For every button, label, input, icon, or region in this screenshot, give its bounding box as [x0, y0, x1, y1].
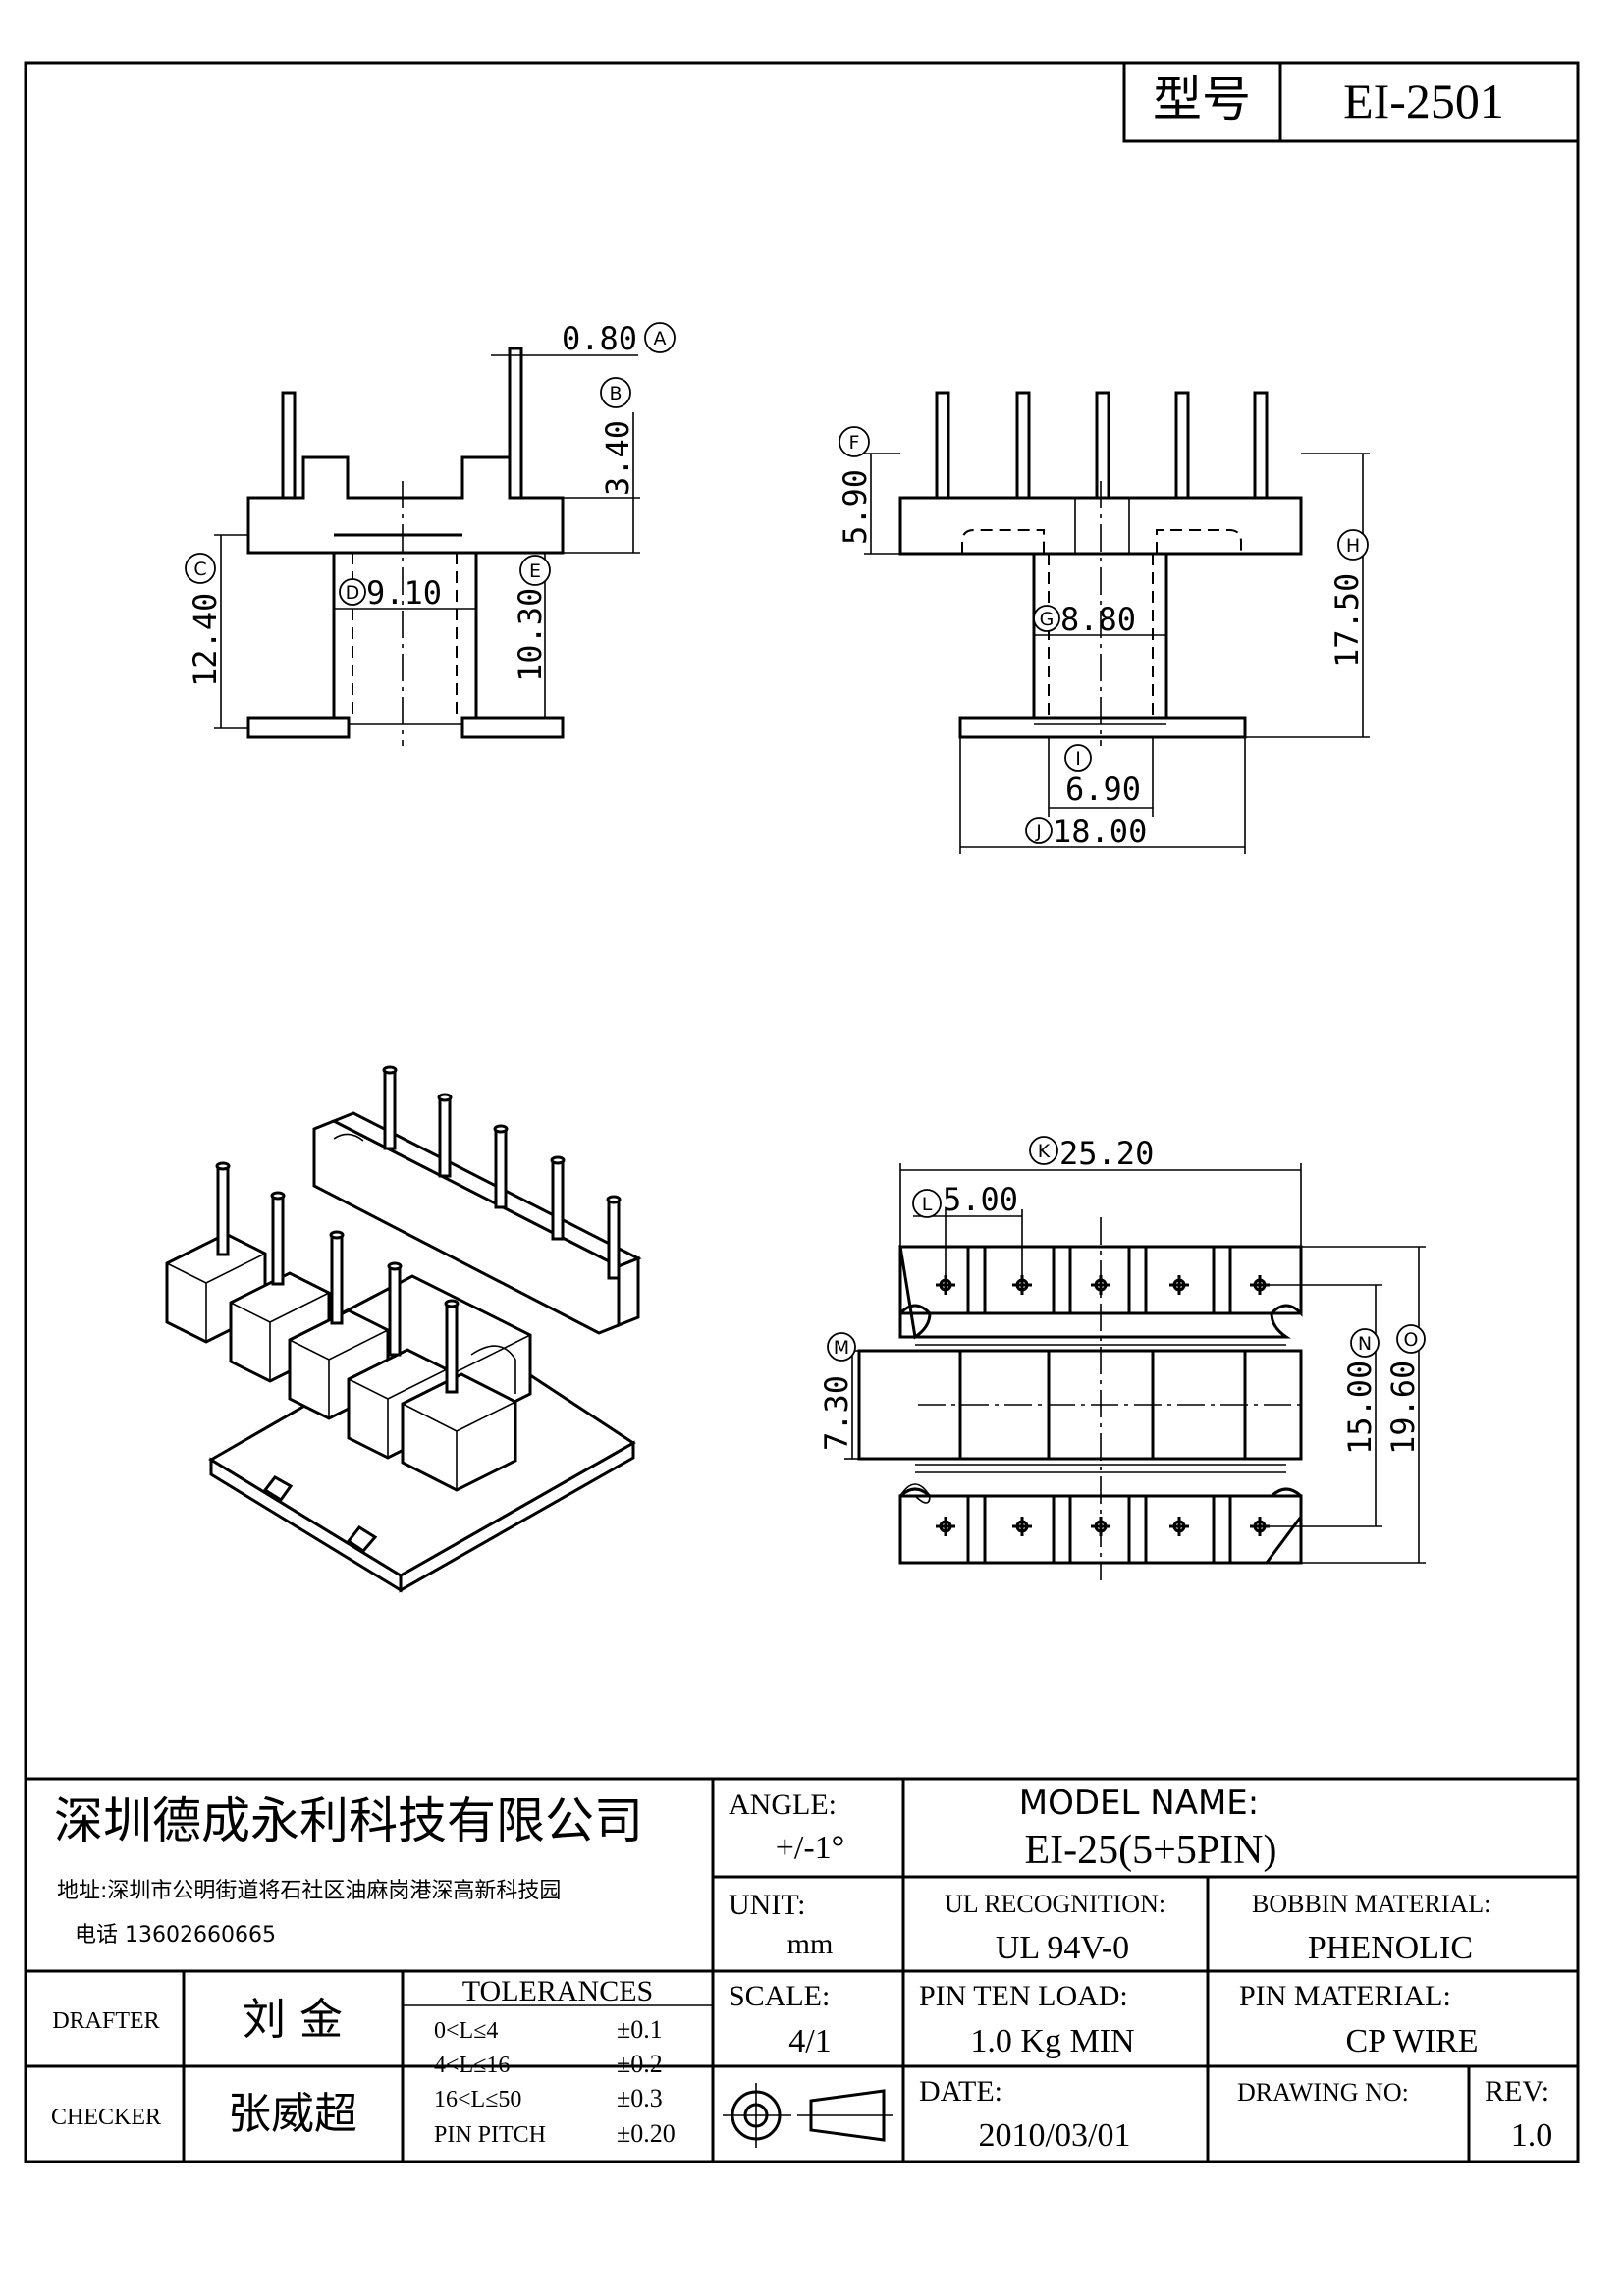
- pin-material-label: PIN MATERIAL:: [1239, 1980, 1451, 2012]
- rev-label: REV:: [1485, 2075, 1549, 2108]
- tol-range-3: 16<L≤50: [434, 2087, 521, 2112]
- model-name-value: EI-25(5+5PIN): [1025, 1828, 1277, 1873]
- tol-value-2: ±0.2: [617, 2050, 663, 2078]
- dim-j-value: 18.00: [1053, 813, 1147, 850]
- scale-label: SCALE:: [729, 1980, 830, 2012]
- date-value: 2010/03/01: [979, 2117, 1131, 2154]
- pin-load-label: PIN TEN LOAD:: [919, 1980, 1128, 2012]
- dim-m-value: 7.30: [818, 1375, 855, 1451]
- company-address: 地址:深圳市公明街道将石社区油麻岗港深高新科技园: [57, 1879, 561, 1903]
- dim-k-mark: K: [1038, 1141, 1051, 1162]
- checker-label: CHECKER: [51, 2105, 161, 2130]
- dim-b-value: 3.40: [599, 420, 636, 496]
- date-label: DATE:: [919, 2075, 1002, 2108]
- dim-a-mark: A: [654, 328, 667, 349]
- dim-a-value: 0.80: [562, 320, 637, 357]
- dim-i-value: 6.90: [1065, 771, 1141, 808]
- company-name: 深圳德成永利科技有限公司: [54, 1792, 643, 1849]
- scale-value: 4/1: [788, 2023, 831, 2059]
- tol-range-1: 0<L≤4: [434, 2018, 498, 2044]
- isometric-view: [165, 1065, 642, 1593]
- tol-range-2: 4<L≤16: [434, 2053, 510, 2078]
- tolerances-label: TOLERANCES: [462, 1975, 653, 2007]
- dim-e-value: 10.30: [512, 588, 549, 682]
- dim-n-mark: N: [1358, 1333, 1372, 1355]
- dim-d-mark: D: [346, 582, 360, 604]
- dim-g-value: 8.80: [1060, 601, 1136, 638]
- title-block: 深圳德成永利科技有限公司 地址:深圳市公明街道将石社区油麻岗港深高新科技园 电话…: [26, 1777, 1578, 2162]
- dim-n-value: 15.00: [1341, 1361, 1379, 1455]
- dim-i-mark: I: [1075, 748, 1081, 770]
- dim-c-mark: C: [193, 559, 206, 580]
- dim-c-value: 12.40: [187, 593, 224, 687]
- dim-f-value: 5.90: [837, 469, 874, 545]
- pin-load-value: 1.0 Kg MIN: [970, 2023, 1134, 2059]
- dim-o-mark: O: [1404, 1329, 1419, 1351]
- bobbin-value: PHENOLIC: [1308, 1930, 1473, 1966]
- company-phone: 电话 13602660665: [75, 1923, 276, 1948]
- angle-label: ANGLE:: [729, 1789, 837, 1821]
- tol-value-4: ±0.20: [617, 2119, 676, 2148]
- dim-j-mark: J: [1035, 821, 1042, 842]
- model-label: 型号: [1153, 71, 1251, 128]
- tol-value-1: ±0.1: [617, 2015, 663, 2044]
- dim-m-mark: M: [834, 1337, 849, 1359]
- dim-k-value: 25.20: [1059, 1135, 1154, 1172]
- dim-b-mark: B: [609, 383, 622, 404]
- sheet-border: [24, 61, 1580, 2163]
- side-view: 0.80 A 3.40 B 12.40 C D 9.10 10.30 E: [185, 320, 676, 746]
- tol-value-3: ±0.3: [617, 2084, 663, 2112]
- dim-f-mark: F: [849, 432, 860, 454]
- angle-value: +/-1°: [776, 1830, 845, 1866]
- checker-name: 张威超: [228, 2089, 357, 2139]
- dim-l-value: 5.00: [943, 1181, 1018, 1218]
- projection-symbol: [723, 2083, 893, 2148]
- ul-value: UL 94V-0: [996, 1930, 1129, 1966]
- dim-d-value: 9.10: [366, 574, 442, 612]
- dim-g-mark: G: [1040, 609, 1055, 630]
- header-model-box: 型号 EI-2501: [1122, 61, 1580, 143]
- drawing-no-label: DRAWING NO:: [1237, 2078, 1409, 2107]
- dim-h-mark: H: [1346, 535, 1360, 557]
- drafter-label: DRAFTER: [52, 2008, 159, 2034]
- bottom-view: K 25.20 L 5.00 7.30 M 15.00 N 19.60 O: [818, 1135, 1426, 1580]
- pin-material-value: CP WIRE: [1345, 2023, 1478, 2059]
- front-view: 5.90 F 17.50 H G 8.80 I 6.90 J 18.00: [837, 391, 1370, 854]
- drafter-name: 刘 金: [243, 1995, 343, 2045]
- bobbin-label: BOBBIN MATERIAL:: [1252, 1890, 1490, 1918]
- dim-e-mark: E: [529, 561, 541, 582]
- unit-value: mm: [787, 1928, 834, 1960]
- tol-range-4: PIN PITCH: [434, 2122, 546, 2148]
- unit-label: UNIT:: [729, 1889, 806, 1921]
- dim-h-value: 17.50: [1328, 573, 1366, 667]
- dim-o-value: 19.60: [1384, 1361, 1422, 1455]
- model-name-label: MODEL NAME:: [1019, 1784, 1259, 1823]
- model-value: EI-2501: [1343, 74, 1504, 129]
- ul-label: UL RECOGNITION:: [945, 1890, 1165, 1918]
- dim-l-mark: L: [922, 1194, 933, 1215]
- rev-value: 1.0: [1511, 2117, 1553, 2154]
